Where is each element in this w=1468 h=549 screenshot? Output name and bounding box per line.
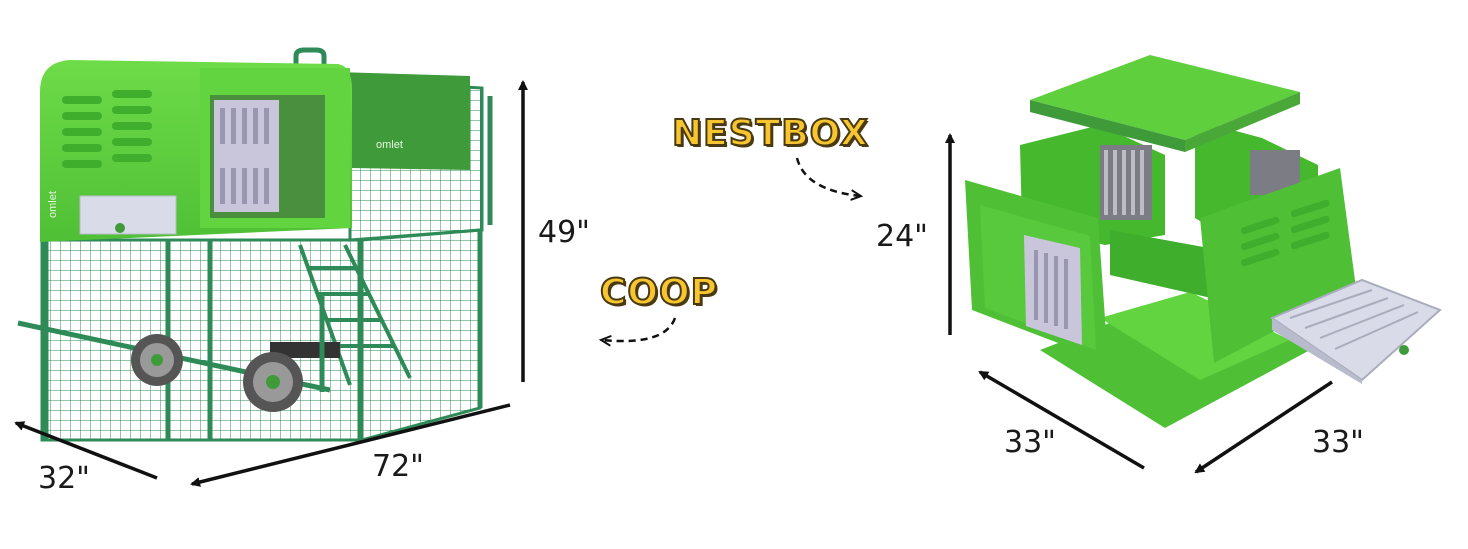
- coop-illustration: omlet: [17, 47, 493, 442]
- coop-wheel-left: [131, 334, 183, 386]
- nestbox-roof: [1030, 55, 1300, 140]
- nestbox-depth-label: 33": [1312, 425, 1364, 460]
- nestbox-divider: [1110, 230, 1220, 300]
- coop-vents: [62, 90, 152, 168]
- coop-brand-label: omlet: [376, 139, 403, 151]
- nestbox-curved-dashed-arrow: [795, 157, 860, 196]
- coop-wheel-right: [243, 352, 303, 412]
- coop-height-label: 49": [538, 215, 590, 250]
- nestbox-width-label: 33": [1004, 425, 1056, 460]
- nestbox-height-label: 24": [876, 219, 928, 254]
- coop-ladder: [298, 244, 412, 386]
- nestbox-depth-arrow: [1194, 380, 1333, 474]
- coop-depth-label: 32": [38, 461, 90, 496]
- coop-length-label: 72": [372, 449, 424, 484]
- nestbox-title: NESTBOX: [671, 113, 869, 154]
- coop-drawer: [79, 195, 177, 235]
- svg-text:omlet: omlet: [47, 191, 59, 218]
- coop-length-arrow: [190, 403, 511, 487]
- nestbox-width-arrow: [978, 370, 1145, 470]
- coop-depth-arrow: [14, 421, 158, 480]
- coop-curved-dashed-arrow: [602, 317, 677, 341]
- nestbox-illustration: [965, 55, 1442, 428]
- nestbox-vents: [1240, 199, 1330, 267]
- coop-title: COOP: [599, 272, 719, 313]
- nestbox-right-front-panel: [1200, 168, 1356, 363]
- coop-run-mesh-side: [360, 228, 482, 442]
- coop-roof-panel: [336, 72, 470, 170]
